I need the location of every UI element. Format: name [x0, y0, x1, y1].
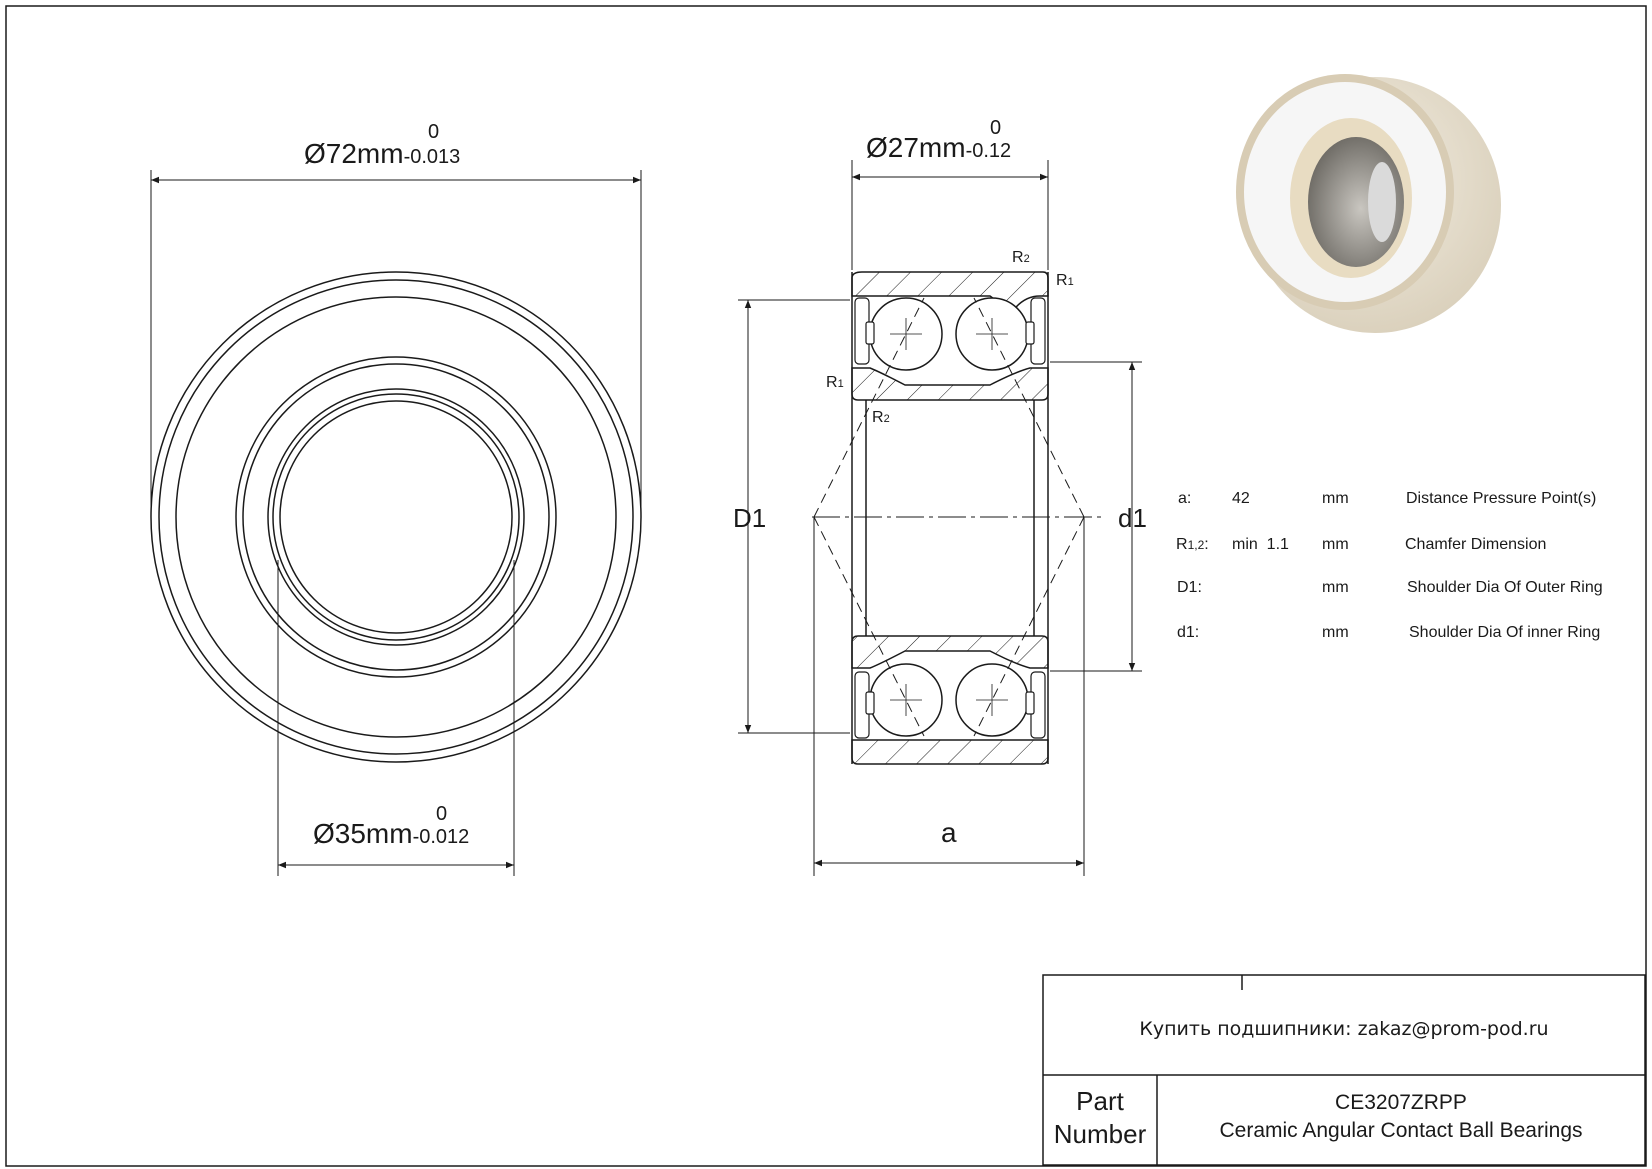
spec-d1-description: Shoulder Dia Of inner Ring [1409, 624, 1601, 641]
bearing-3d-picture [1236, 74, 1501, 333]
width-dimension [851, 160, 1049, 270]
front-view [150, 271, 642, 763]
shield-inner [242, 363, 550, 671]
section-view [851, 271, 1049, 765]
outer-dia-text: Ø72mm-0.013 [304, 138, 460, 169]
part-number-value: CE3207ZRPP Ceramic Angular Contact Ball … [1157, 1089, 1645, 1145]
sheet-border [5, 5, 1647, 1167]
spec-row-d1: d1: mm Shoulder Dia Of inner Ring [1176, 624, 1636, 648]
spec-a-description: Distance Pressure Point(s) [1406, 490, 1597, 507]
bore-dia-lower-tol: -0.012 [413, 826, 470, 848]
outer-ring-chamfer [158, 279, 634, 755]
spec-d1-symbol: d1: [1177, 624, 1200, 641]
chamfer-labels: R2 R1 R1 R2 [826, 249, 1074, 426]
d1-dimension [1050, 361, 1142, 672]
seals [854, 297, 1046, 739]
D1-label: D1 [733, 503, 766, 533]
r1-left-label: R1 [826, 374, 844, 391]
d1-label: d1 [1118, 503, 1147, 533]
r1-top-label: R1 [1056, 272, 1074, 289]
part-number-label: Part Number [1043, 1085, 1157, 1151]
a-dimension [813, 517, 1085, 876]
width-upper-tol: 0 [990, 117, 1001, 139]
spec-d1-unit: mm [1322, 624, 1349, 641]
spec-D1-symbol: D1: [1177, 579, 1202, 596]
bore-dia-text: Ø35mm-0.012 [313, 818, 469, 849]
outer-dia-lower-tol: -0.013 [404, 146, 461, 168]
spec-r-description: Chamfer Dimension [1405, 536, 1547, 553]
r2-left-label: R2 [872, 409, 890, 426]
bore [279, 400, 513, 634]
bore-dia-upper-tol: 0 [436, 803, 447, 825]
outer-ring-edge [150, 271, 642, 763]
spec-row-a: a: 42 mm Distance Pressure Point(s) [1176, 490, 1636, 514]
spec-row-D1: D1: mm Shoulder Dia Of Outer Ring [1176, 579, 1636, 603]
r2-top-label: R2 [1012, 249, 1030, 266]
spec-D1-description: Shoulder Dia Of Outer Ring [1407, 579, 1603, 596]
part-description: Ceramic Angular Contact Ball Bearings [1219, 1119, 1583, 1142]
ball-crosshairs [890, 318, 1008, 716]
bore-chamfer [272, 393, 520, 641]
outer-dia-upper-tol: 0 [428, 121, 439, 143]
spec-a-unit: mm [1322, 490, 1349, 507]
shield-outer [235, 356, 557, 678]
part-label-line2: Number [1053, 1119, 1147, 1149]
contact-line: Купить подшипники: zakaz@prom-pod.ru [1139, 1018, 1549, 1040]
title-block [1042, 974, 1646, 1166]
bore-dia-dimension [277, 560, 515, 876]
spec-r-value: min 1.1 [1232, 536, 1289, 553]
spec-a-value: 42 [1232, 490, 1250, 507]
width-lower-tol: -0.12 [966, 140, 1012, 162]
bore-dia-value: Ø35mm [313, 818, 413, 849]
bottom-outer-ring [851, 739, 1049, 765]
inner-ring-outer [267, 388, 525, 646]
spec-a-symbol: a: [1178, 490, 1192, 507]
outer-ring-inner-edge [175, 296, 617, 738]
width-text: Ø27mm-0.12 [866, 132, 1011, 163]
part-label-line1: Part [1076, 1086, 1124, 1116]
top-inner-ring [851, 367, 1049, 401]
part-number: CE3207ZRPP [1335, 1091, 1467, 1114]
spec-D1-unit: mm [1322, 579, 1349, 596]
spec-r-symbol: R1,2: [1176, 536, 1209, 553]
spec-row-r: R1,2: min 1.1 mm Chamfer Dimension [1176, 536, 1636, 560]
spec-r-unit: mm [1322, 536, 1349, 553]
D1-dimension [738, 299, 850, 734]
width-value: Ø27mm [866, 132, 966, 163]
pressure-lines [813, 297, 1085, 737]
outer-dia-value: Ø72mm [304, 138, 404, 169]
a-label: a [941, 817, 957, 848]
outer-dia-dimension [150, 170, 642, 517]
